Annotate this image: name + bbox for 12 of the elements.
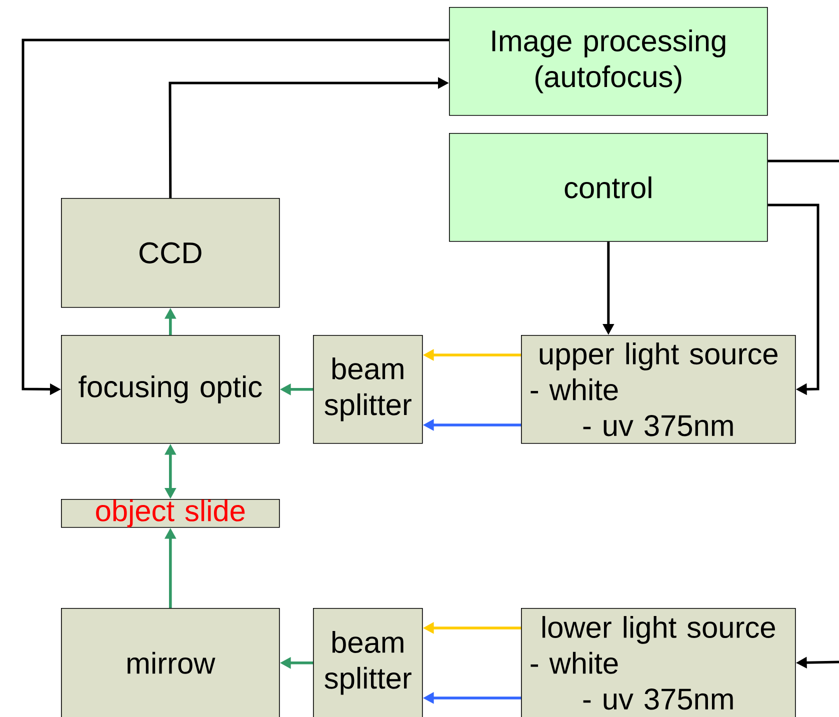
- process-box: mirrow: [61, 608, 280, 717]
- connector-line: [768, 160, 839, 162]
- process-box: control: [449, 132, 768, 242]
- process-box: focusing optic: [61, 335, 280, 444]
- process-box: beam splitter: [313, 608, 423, 717]
- process-box: CCD: [61, 198, 280, 308]
- process-box: lower light source - white - uv 375nm: [521, 608, 796, 717]
- process-box: upper light source - white - uv 375nm: [521, 335, 796, 444]
- process-box: Image processing (autofocus): [449, 6, 768, 116]
- process-box: beam splitter: [313, 335, 423, 444]
- arrow: [768, 204, 820, 396]
- process-box: object slide: [61, 498, 280, 528]
